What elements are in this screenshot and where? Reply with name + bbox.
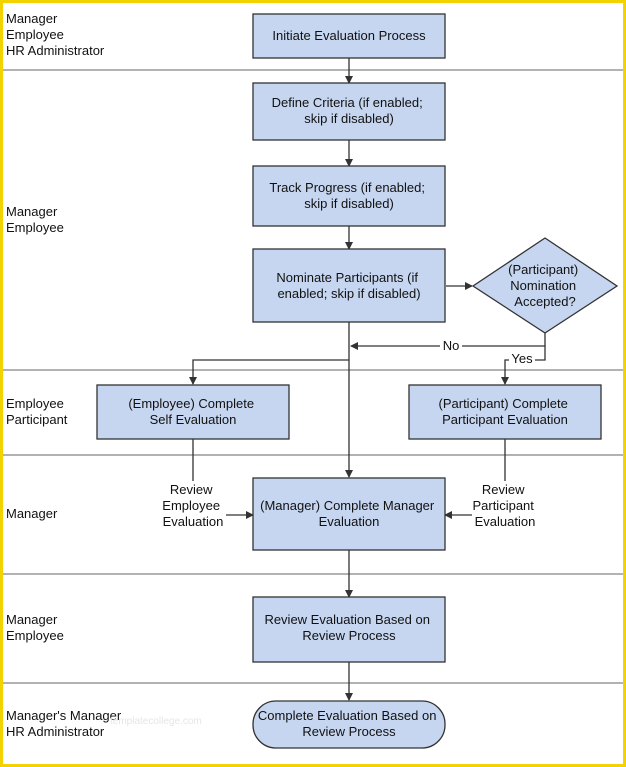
edge-label-review-employee: Review Employee Evaluation	[162, 482, 223, 529]
step-initiate-box	[252, 13, 446, 59]
step-self-evaluation-box	[96, 384, 290, 440]
edge-label-yes: Yes	[511, 351, 533, 366]
lane-label-initiation: Manager Employee HR Administrator	[6, 11, 105, 58]
lane-dividers	[3, 69, 623, 684]
lane-label-completion: Manager's Manager HR Administrator	[6, 708, 125, 739]
step-track-progress: Track Progress (if enabled; skip if disa…	[252, 165, 446, 227]
edge-label-no: No	[443, 338, 460, 353]
step-define-criteria-box	[252, 82, 446, 141]
edge-label-review-participant: Review Participant Evaluation	[472, 482, 537, 529]
decision-nomination-accepted: (Participant) Nomination Accepted?	[471, 237, 619, 334]
step-complete-evaluation-label: Complete Evaluation Based on Review Proc…	[258, 708, 440, 739]
lane-label-manager: Manager	[6, 506, 58, 521]
step-self-evaluation-label: (Employee) Complete Self Evaluation	[128, 396, 257, 427]
lane-label-evaluation: Employee Participant	[6, 396, 68, 427]
step-define-criteria: Define Criteria (if enabled; skip if dis…	[252, 82, 446, 141]
step-review-evaluation-label: Review Evaluation Based on Review Proces…	[264, 612, 433, 643]
step-review-evaluation-box	[252, 596, 446, 663]
step-participant-evaluation-box	[408, 384, 602, 440]
step-manager-evaluation-label: (Manager) Complete Manager Evaluation	[260, 498, 438, 529]
step-complete-evaluation: Complete Evaluation Based on Review Proc…	[252, 700, 446, 749]
step-complete-evaluation-box	[252, 700, 446, 749]
connectors	[189, 58, 546, 701]
no-label-bg	[440, 338, 462, 354]
yes-label-bg	[509, 351, 535, 367]
decision-label: (Participant) Nomination Accepted?	[508, 262, 582, 309]
watermark: templatecollege.com	[110, 716, 202, 727]
step-nominate-box	[252, 248, 446, 323]
lane-label-review: Manager Employee	[6, 612, 64, 643]
review-employee-bg	[160, 481, 226, 529]
flowchart-svg: Manager Employee HR Administrator Manage…	[3, 11, 623, 749]
decision-diamond	[471, 237, 619, 334]
arrow-branch-to-self-eval	[189, 359, 349, 385]
step-review-evaluation: Review Evaluation Based on Review Proces…	[252, 596, 446, 663]
step-track-progress-box	[252, 165, 446, 227]
step-manager-evaluation: (Manager) Complete Manager Evaluation	[252, 477, 446, 551]
step-track-progress-label: Track Progress (if enabled; skip if disa…	[269, 180, 428, 211]
step-initiate-label: Initiate Evaluation Process	[272, 28, 426, 43]
step-nominate: Nominate Participants (if enabled; skip …	[252, 248, 446, 323]
step-participant-evaluation-label: (Participant) Complete Participant Evalu…	[439, 396, 572, 427]
lane-label-planning: Manager Employee	[6, 204, 64, 235]
step-initiate: Initiate Evaluation Process	[252, 13, 446, 59]
step-self-evaluation: (Employee) Complete Self Evaluation	[96, 384, 290, 440]
review-participant-bg	[472, 481, 538, 529]
step-define-criteria-label: Define Criteria (if enabled; skip if dis…	[272, 95, 427, 126]
step-participant-evaluation: (Participant) Complete Participant Evalu…	[408, 384, 602, 440]
step-nominate-label: Nominate Participants (if enabled; skip …	[276, 270, 421, 301]
step-manager-evaluation-box	[252, 477, 446, 551]
